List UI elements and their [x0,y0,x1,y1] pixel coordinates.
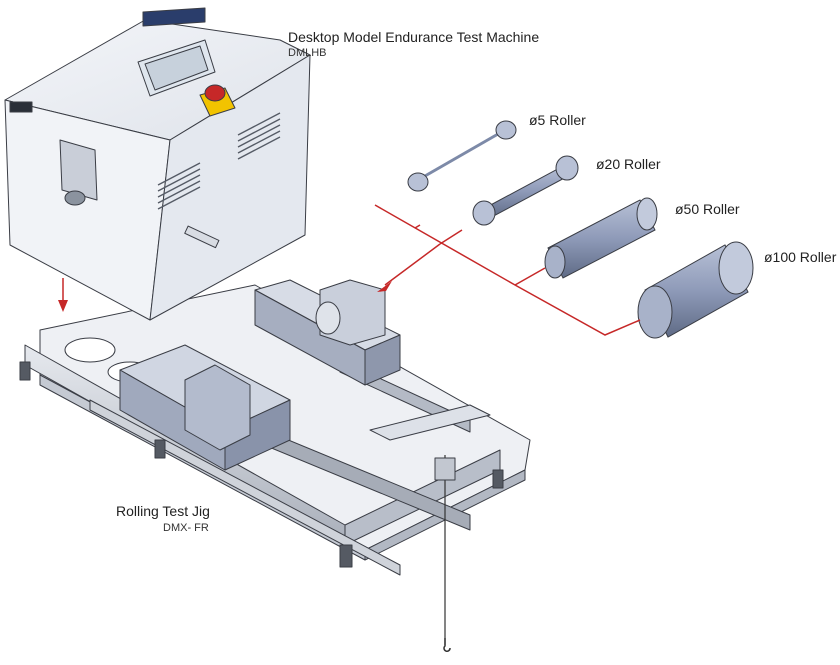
jig-title-label: Rolling Test Jig [116,503,210,519]
upper-clamp-side [364,334,401,386]
front-label-plate [9,101,33,113]
side-handle [184,225,220,249]
roller-holder-block [184,364,251,451]
roller-d50 [544,197,658,279]
cable-weight-block [434,457,456,481]
machine-side-face [149,54,311,321]
roller-d100 [637,241,754,339]
front-panel-knob [64,190,86,206]
front-panel-window [59,139,98,201]
roller-carriage-side [224,399,291,471]
roller-label-d50: ø50 Roller [675,201,740,217]
jig-frame-rail-mid [89,399,401,576]
roller-label-d20: ø20 Roller [596,156,661,172]
emergency-stop-button [204,84,226,102]
jig-leg [154,439,166,459]
machine-title-label: Desktop Model Endurance Test Machine [288,29,540,45]
roller-d20 [472,155,579,226]
endurance-test-machine [4,7,311,321]
arrow-head-icon [58,300,68,312]
arrow-head-icon [377,281,392,292]
jig-plate-hole [64,337,116,363]
jig-leg [339,544,353,568]
roller-label-d5: ø5 Roller [529,112,586,128]
roller-d5 [407,120,517,192]
roller-label-d100: ø100 Roller [764,249,837,265]
ventilation-grille [157,112,281,210]
roller-to-jig-arrow-line [384,243,441,286]
bracket-tick-d5 [414,224,421,229]
red-callout-lines [62,204,641,336]
rolling-test-jig [19,279,531,652]
jig-leg [19,361,31,381]
machine-model-label: DMLHB [288,47,327,59]
weight-hook-icon [443,638,451,652]
motor-flange [315,301,341,335]
roller-set [407,120,754,339]
pulley-frame [369,404,491,441]
roller-group-bracket [374,204,641,336]
machine-logo-plate [142,7,206,27]
jig-leg [492,469,504,489]
bracket-tick-d20 [439,229,463,245]
bracket-tick-d50 [514,267,546,286]
jig-model-label: DMX- FR [163,522,209,534]
